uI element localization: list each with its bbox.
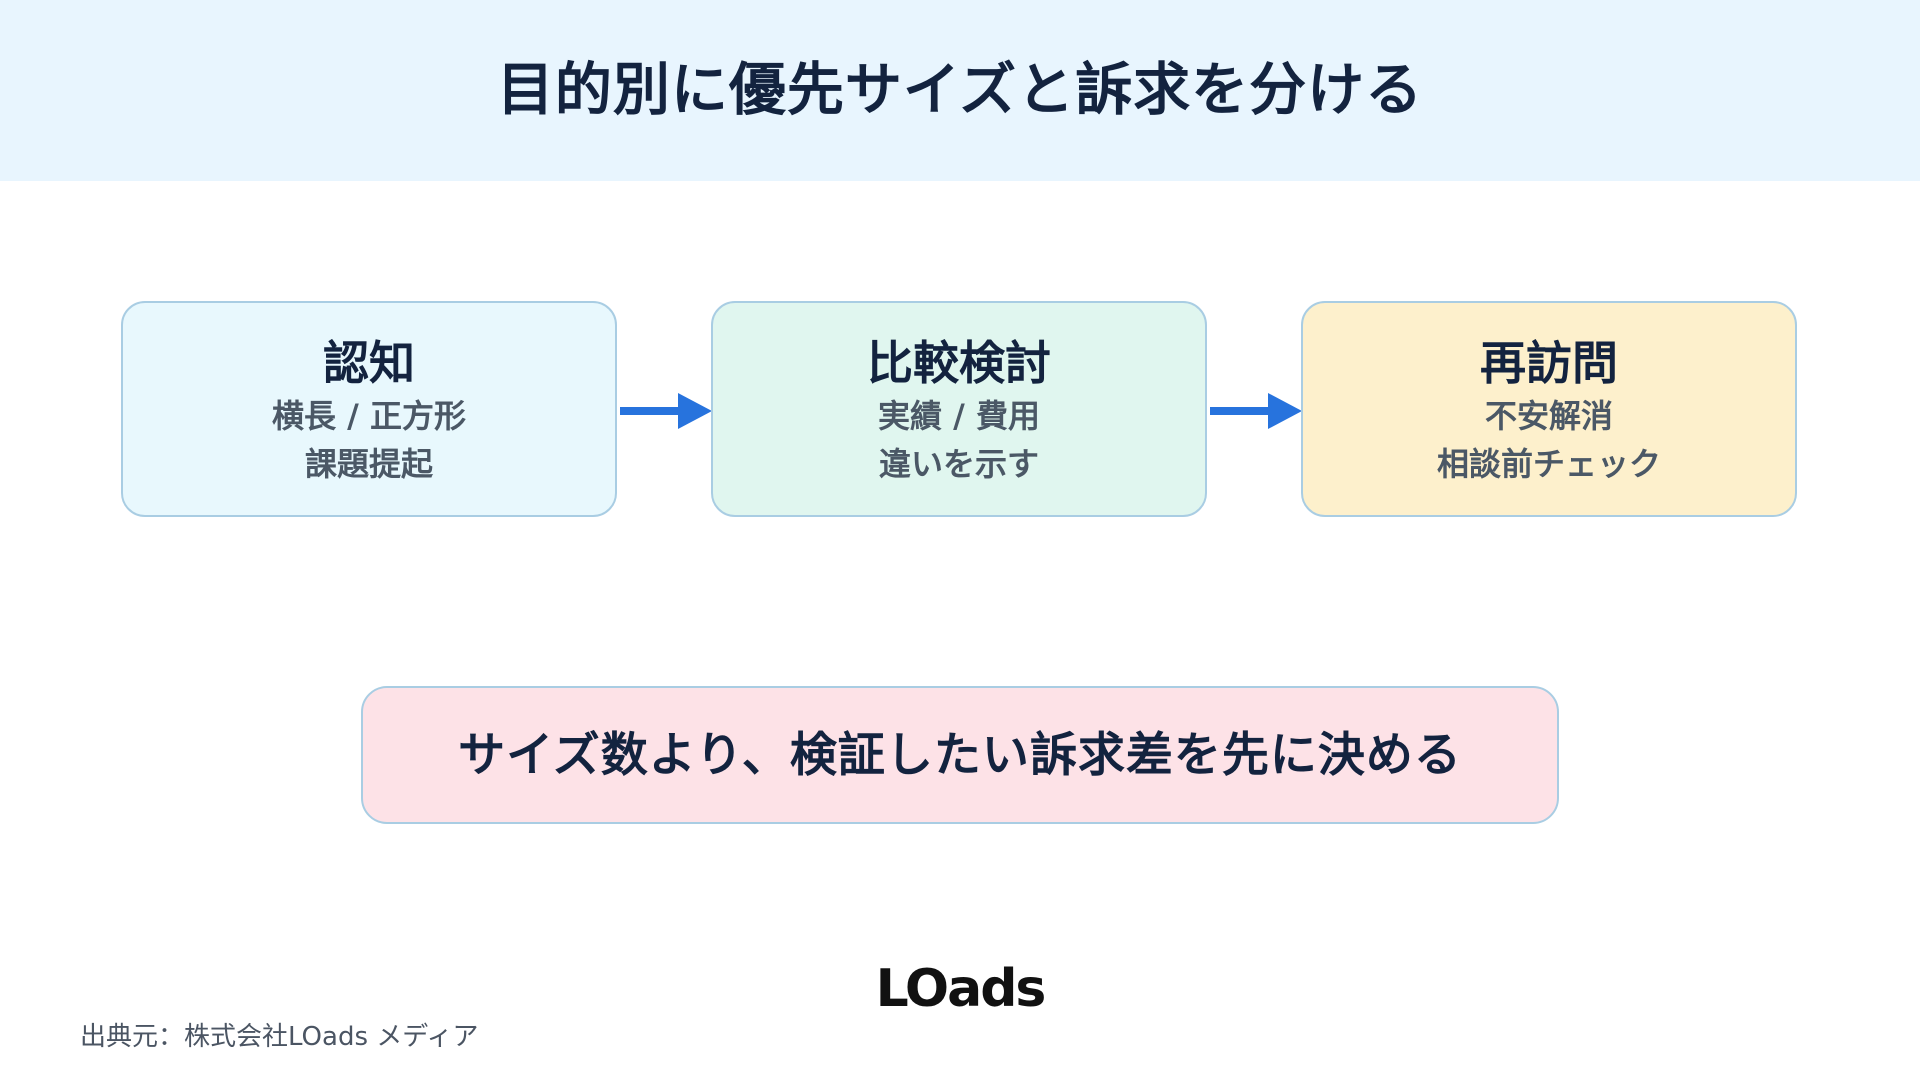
brand-logo: LOads bbox=[875, 959, 1047, 1019]
arrow-right-icon bbox=[1210, 393, 1302, 429]
stage-title: 再訪問 bbox=[1480, 336, 1618, 390]
stage-line: 実績 / 費用 bbox=[878, 397, 1040, 435]
stage-title: 比較検討 bbox=[867, 336, 1051, 390]
callout-text: サイズ数より、検証したい訴求差を先に決める bbox=[458, 728, 1462, 783]
stage-line: 課題提起 bbox=[304, 445, 433, 483]
stage-line: 不安解消 bbox=[1484, 397, 1613, 435]
stage-line: 横長 / 正方形 bbox=[272, 397, 466, 435]
stage-title: 認知 bbox=[323, 336, 415, 390]
stage-line: 違いを示す bbox=[878, 445, 1039, 483]
key-message-callout: サイズ数より、検証したい訴求差を先に決める bbox=[361, 686, 1559, 824]
stage-card-consideration: 比較検討 実績 / 費用 違いを示す bbox=[711, 301, 1207, 517]
arrow-right-icon bbox=[620, 393, 712, 429]
header-band bbox=[0, 0, 1920, 181]
stage-line: 相談前チェック bbox=[1436, 445, 1661, 483]
page-title: 目的別に優先サイズと訴求を分ける bbox=[496, 57, 1424, 123]
stage-card-revisit: 再訪問 不安解消 相談前チェック bbox=[1301, 301, 1797, 517]
source-note: 出典元：株式会社LOads メディア bbox=[80, 1022, 479, 1052]
stage-card-awareness: 認知 横長 / 正方形 課題提起 bbox=[121, 301, 617, 517]
